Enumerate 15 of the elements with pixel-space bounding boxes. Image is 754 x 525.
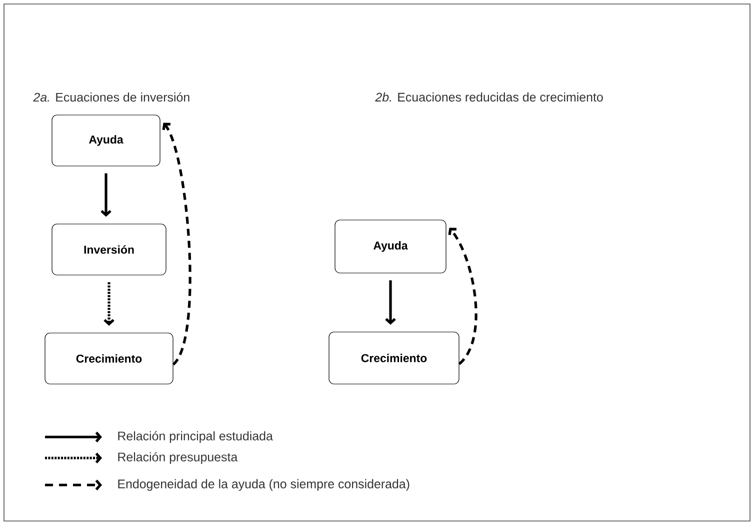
process-box: Crecimiento	[44, 332, 174, 384]
process-box: Crecimiento	[328, 332, 460, 384]
panel-title: 2b. Ecuaciones reducidas de crecimiento	[375, 92, 603, 102]
legend-text: Endogeneidad de la ayuda (no siempre considerada)	[118, 479, 410, 491]
arrow	[100, 173, 112, 217]
legend-text: Relación presupuesta	[118, 452, 238, 464]
process-box: Inversión	[52, 224, 166, 276]
arrow	[448, 228, 478, 365]
legend-text: Relación principal estudiada	[118, 431, 273, 443]
arrow	[104, 282, 114, 326]
panel-title: 2a. Ecuaciones de inversión	[33, 92, 190, 102]
process-box: Ayuda	[334, 220, 446, 274]
arrow	[385, 280, 396, 325]
arrow	[162, 122, 192, 366]
process-box: Ayuda	[52, 114, 160, 166]
